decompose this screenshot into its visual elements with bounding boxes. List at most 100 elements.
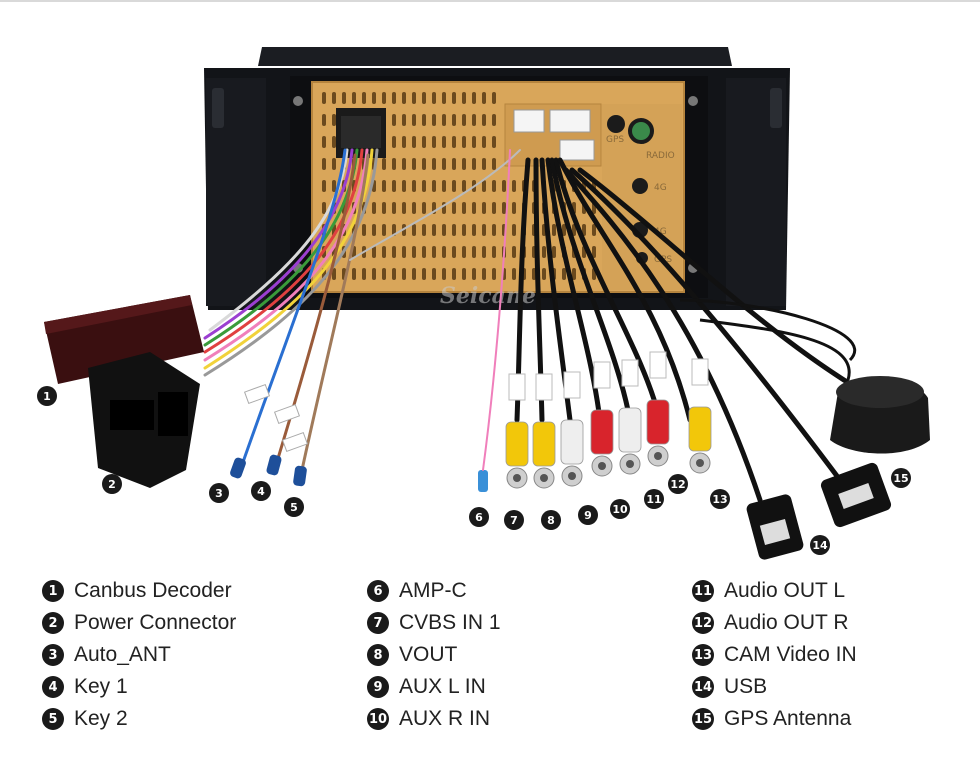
vent-slot bbox=[472, 224, 476, 236]
vent-slot bbox=[452, 246, 456, 258]
vent-slot bbox=[422, 114, 426, 126]
vent-slot bbox=[402, 180, 406, 192]
vent-slot bbox=[452, 180, 456, 192]
vent-slot bbox=[422, 268, 426, 280]
legend-label: VOUT bbox=[399, 643, 458, 666]
vent-slot bbox=[372, 246, 376, 258]
rca-plug bbox=[618, 359, 642, 475]
vent-slot bbox=[432, 224, 436, 236]
legend-badge: 6 bbox=[367, 580, 389, 602]
vent-slot bbox=[442, 158, 446, 170]
vent-slot bbox=[442, 180, 446, 192]
vent-slot bbox=[542, 268, 546, 280]
callout-number: 5 bbox=[290, 501, 298, 514]
vent-slot bbox=[402, 202, 406, 214]
callout-marker-9: 9 bbox=[578, 505, 598, 525]
vent-slot bbox=[572, 268, 576, 280]
port-label-4g-2: 4G bbox=[654, 227, 667, 237]
legend-label: Key 2 bbox=[74, 707, 128, 730]
vent-slot bbox=[512, 268, 516, 280]
vent-slot bbox=[452, 92, 456, 104]
callout-number: 8 bbox=[547, 514, 555, 527]
vent-slot bbox=[492, 202, 496, 214]
legend-label: Audio OUT R bbox=[724, 611, 849, 634]
vent-slot bbox=[392, 158, 396, 170]
vent-slot bbox=[492, 92, 496, 104]
callout-marker-1: 1 bbox=[37, 386, 57, 406]
legend-label: GPS Antenna bbox=[724, 707, 852, 730]
legend-label: Key 1 bbox=[74, 675, 128, 698]
vent-slot bbox=[342, 92, 346, 104]
legend-item-12: 12 Audio OUT R bbox=[692, 607, 857, 639]
legend-badge: 7 bbox=[367, 612, 389, 634]
vent-slot bbox=[382, 268, 386, 280]
vent-slot bbox=[502, 202, 506, 214]
vent-slot bbox=[412, 158, 416, 170]
vent-slot bbox=[442, 224, 446, 236]
vent-slot bbox=[412, 114, 416, 126]
callout-number: 11 bbox=[646, 493, 661, 506]
vent-slot bbox=[442, 92, 446, 104]
vent-slot bbox=[512, 224, 516, 236]
vent-slot bbox=[572, 224, 576, 236]
vent-slot bbox=[462, 114, 466, 126]
vent-slot bbox=[482, 158, 486, 170]
vent-slot bbox=[512, 202, 516, 214]
rca-plug bbox=[532, 373, 556, 489]
legend-label: CAM Video IN bbox=[724, 643, 857, 666]
legend-badge: 1 bbox=[42, 580, 64, 602]
vent-slot bbox=[332, 136, 336, 148]
vent-slot bbox=[422, 202, 426, 214]
legend-label: CVBS IN 1 bbox=[399, 611, 501, 634]
vent-slot bbox=[332, 92, 336, 104]
callout-number: 6 bbox=[475, 511, 483, 524]
port-label-4g-1: 4G bbox=[654, 183, 667, 193]
callout-marker-15: 15 bbox=[891, 468, 911, 488]
vent-slot bbox=[362, 92, 366, 104]
vent-slot bbox=[332, 158, 336, 170]
vent-slot bbox=[452, 158, 456, 170]
vent-slot bbox=[412, 92, 416, 104]
vent-slot bbox=[432, 114, 436, 126]
legend-badge: 4 bbox=[42, 676, 64, 698]
vent-slot bbox=[432, 136, 436, 148]
callout-number: 7 bbox=[510, 514, 518, 527]
legend-badge: 2 bbox=[42, 612, 64, 634]
vent-slot bbox=[322, 158, 326, 170]
callout-marker-11: 11 bbox=[644, 489, 664, 509]
vent-slot bbox=[412, 246, 416, 258]
vent-slot bbox=[472, 114, 476, 126]
vent-slot bbox=[412, 202, 416, 214]
legend-badge: 15 bbox=[692, 708, 714, 730]
callout-marker-5: 5 bbox=[284, 497, 304, 517]
callout-marker-7: 7 bbox=[504, 510, 524, 530]
vent-slot bbox=[372, 202, 376, 214]
callout-number: 1 bbox=[43, 390, 51, 403]
vent-slot bbox=[482, 180, 486, 192]
legend-badge: 5 bbox=[42, 708, 64, 730]
vent-slot bbox=[462, 268, 466, 280]
vent-slot bbox=[422, 92, 426, 104]
rca-plug bbox=[590, 361, 614, 477]
rca-plug bbox=[688, 358, 712, 474]
gps-port bbox=[607, 115, 625, 133]
port-label-gps-top: GPS bbox=[606, 135, 624, 145]
vent-slot bbox=[482, 268, 486, 280]
vent-slot bbox=[492, 136, 496, 148]
vent-slot bbox=[422, 246, 426, 258]
legend-badge: 12 bbox=[692, 612, 714, 634]
rca-plug bbox=[560, 371, 584, 487]
vent-slot bbox=[462, 92, 466, 104]
wire-tips bbox=[230, 383, 488, 492]
vent-slot bbox=[552, 224, 556, 236]
vent-slot bbox=[332, 180, 336, 192]
legend-label: Power Connector bbox=[74, 611, 237, 634]
vent-slot bbox=[582, 224, 586, 236]
callout-marker-10: 10 bbox=[610, 499, 630, 519]
usb-plugs bbox=[746, 462, 892, 560]
